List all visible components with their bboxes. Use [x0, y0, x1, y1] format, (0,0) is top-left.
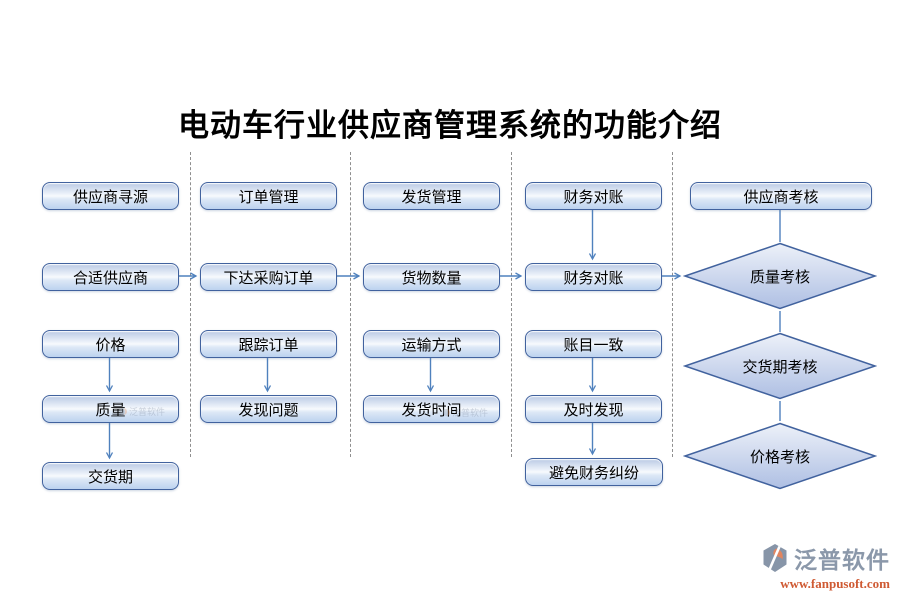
diamond-delivery-assessment-label: 交货期考核: [742, 358, 818, 376]
diamond-price-assessment: 价格考核: [683, 422, 877, 490]
node-accounts-consistent: 账目一致: [525, 330, 662, 358]
watermark-text: 泛普软件: [452, 408, 489, 418]
node-quality: 质量: [42, 395, 179, 423]
node-transport-method: 运输方式: [363, 330, 500, 358]
fanpu-logo-icon: [763, 544, 787, 572]
node-financial-reconciliation-header: 财务对账: [525, 182, 662, 210]
column-divider-4: [672, 152, 673, 457]
brand-name: 泛普软件: [794, 547, 890, 573]
diamond-delivery-assessment: 交货期考核: [683, 332, 877, 400]
node-supplier-sourcing: 供应商寻源: [42, 182, 179, 210]
node-avoid-financial-disputes: 避免财务纠纷: [525, 458, 663, 486]
watermark-icon: [443, 409, 450, 416]
node-financial-reconciliation: 财务对账: [525, 263, 662, 291]
column-divider-1: [190, 152, 191, 457]
diamond-quality-assessment: 质量考核: [683, 242, 877, 310]
node-place-purchase-order: 下达采购订单: [200, 263, 337, 291]
brand-url: www.fanpusoft.com: [780, 576, 890, 591]
watermark: 泛普软件: [120, 405, 165, 418]
watermark: 泛普软件: [443, 406, 488, 419]
node-supplier-assessment: 供应商考核: [690, 182, 872, 210]
brand-footer: 泛普软件 www.fanpusoft.com: [760, 541, 890, 592]
node-track-order: 跟踪订单: [200, 330, 337, 358]
node-shipping-time: 发货时间: [363, 395, 500, 423]
node-price: 价格: [42, 330, 179, 358]
node-order-management: 订单管理: [200, 182, 337, 210]
column-divider-3: [511, 152, 512, 457]
watermark-icon: [120, 408, 127, 415]
node-timely-discovery: 及时发现: [525, 395, 662, 423]
node-suitable-supplier: 合适供应商: [42, 263, 179, 291]
diamond-price-assessment-label: 价格考核: [749, 448, 810, 466]
watermark-text: 泛普软件: [129, 407, 166, 417]
diamond-quality-assessment-label: 质量考核: [749, 268, 810, 286]
page-title: 电动车行业供应商管理系统的功能介绍: [178, 108, 722, 143]
node-find-problems: 发现问题: [200, 395, 337, 423]
node-delivery-period: 交货期: [42, 462, 179, 490]
column-divider-2: [350, 152, 351, 457]
node-goods-quantity: 货物数量: [363, 263, 500, 291]
node-shipping-management: 发货管理: [363, 182, 500, 210]
